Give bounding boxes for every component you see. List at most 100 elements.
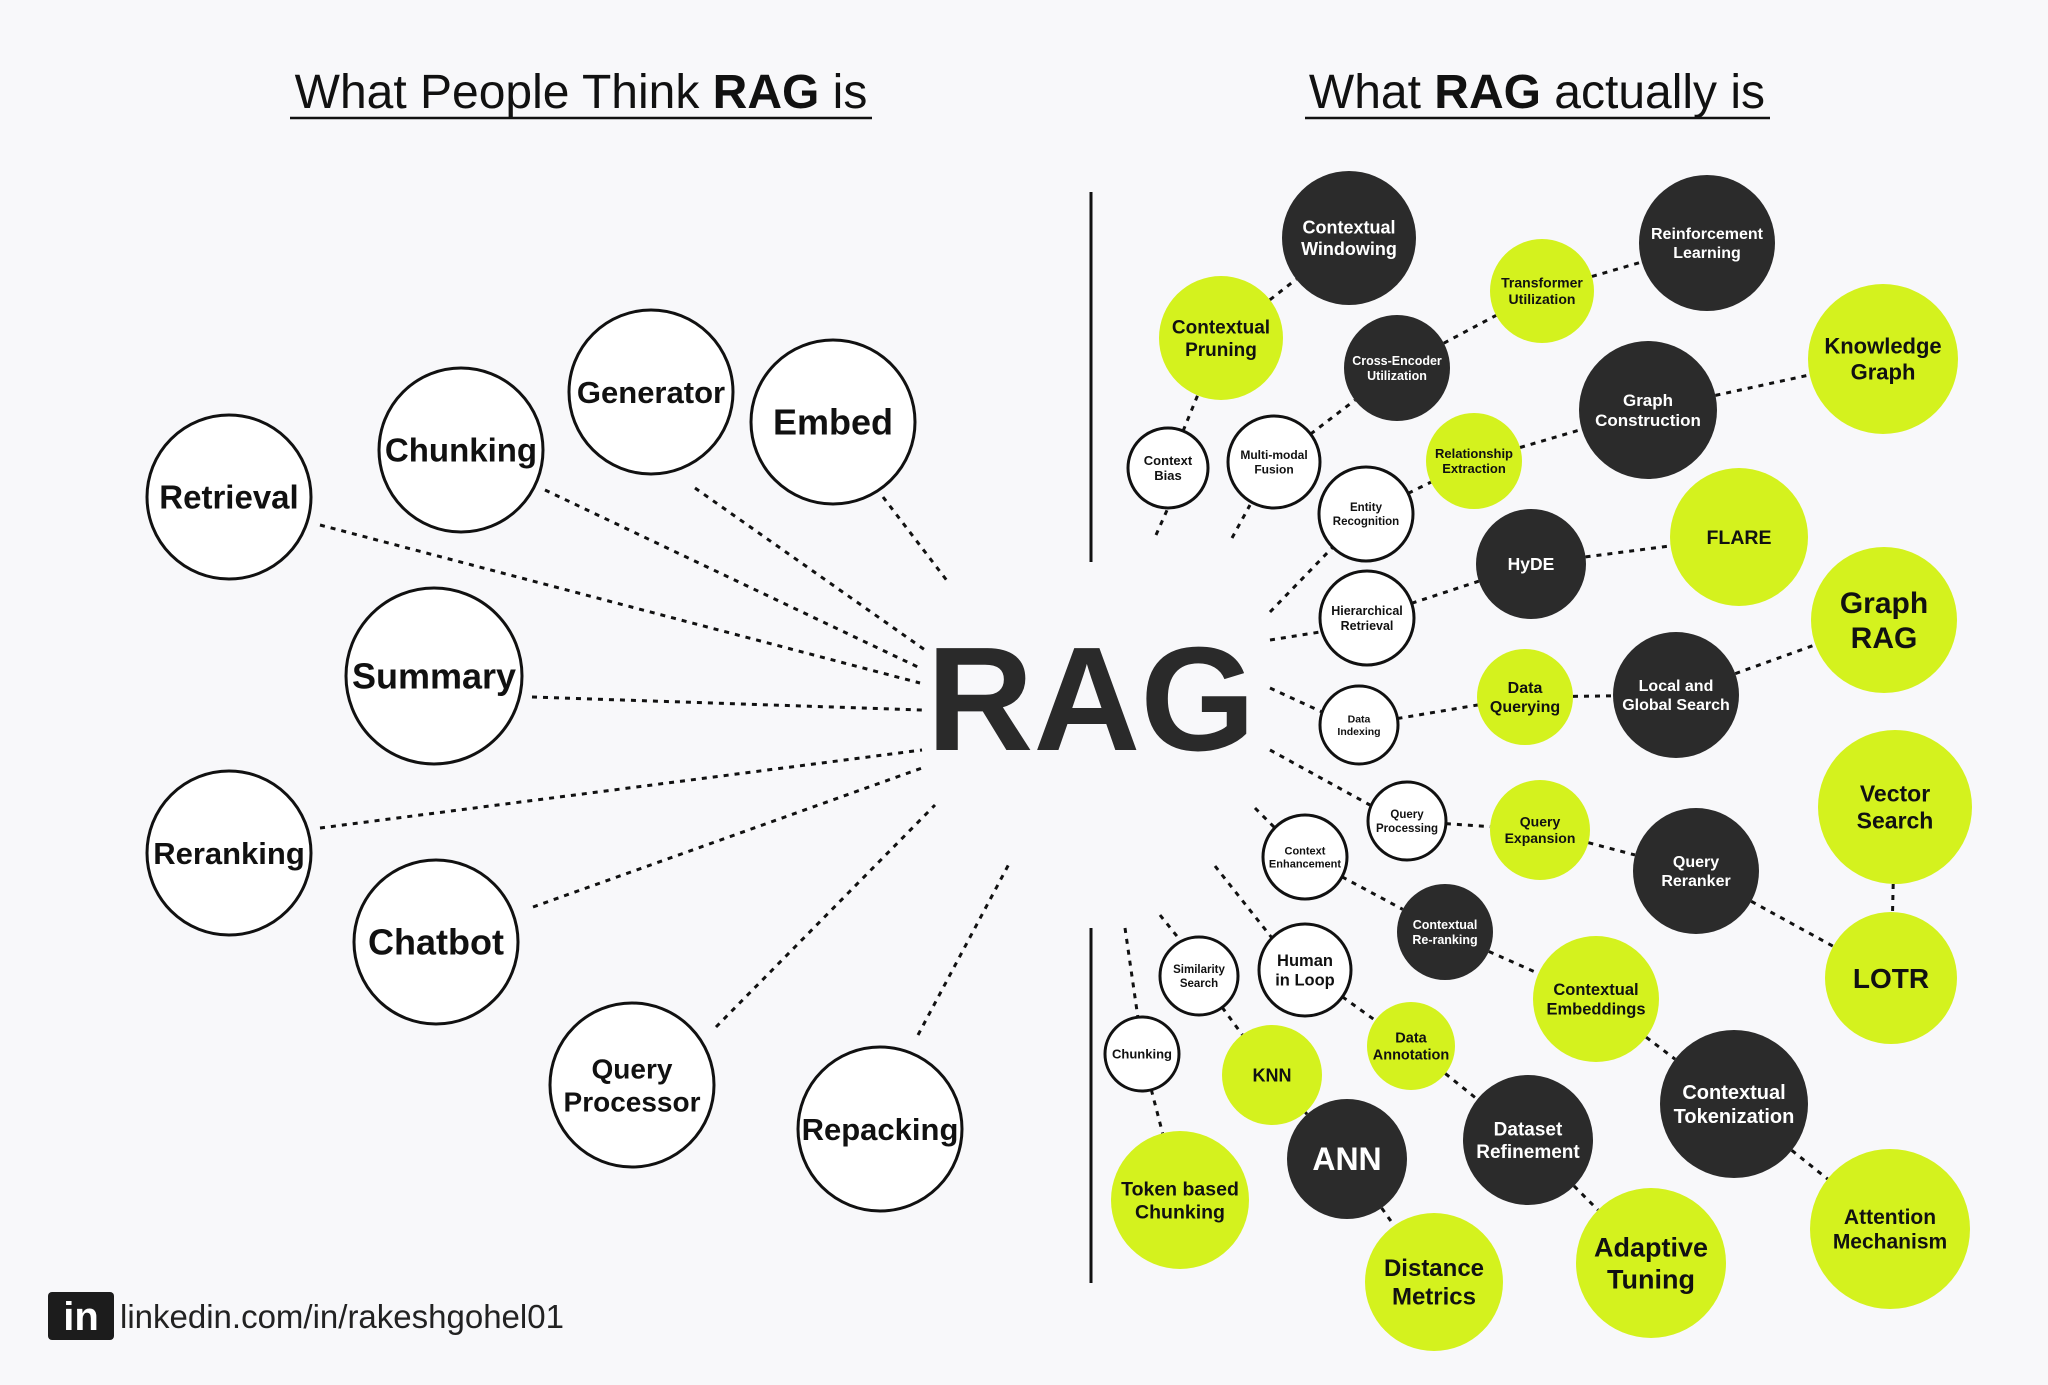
query-processing-label: Query [1390,809,1424,821]
distance-metrics-circle [1365,1213,1503,1351]
repacking-circle [796,1045,964,1213]
stub-data-indexing [1269,686,1323,714]
local-and-global-search-label: Local and [1639,678,1714,695]
vector-search-circle [1818,730,1972,884]
summary-circle [344,586,524,766]
hierarchical-retrieval-circle [1318,569,1416,667]
attention-mechanism-circle [1810,1149,1970,1309]
local-and-global-search-circle [1613,632,1739,758]
adaptive-tuning-circle [1576,1188,1726,1338]
right-node-flare: FLARE [1670,468,1808,606]
context-enhancement-circle [1261,813,1349,901]
relationship-extraction-label: Relationship [1435,446,1513,461]
right-node-knn: KNN [1222,1025,1322,1125]
right-title: What RAG actually is [1309,66,1765,119]
transformer-utilization-circle [1490,239,1594,343]
stub-chunking-small [1123,927,1140,1019]
right-node-ann: ANN [1287,1099,1407,1219]
left-node-generator: Generator [567,308,735,476]
data-annotation-label: Annotation [1373,1048,1450,1064]
left-title-bold: RAG [713,66,820,119]
repacking-label: Repacking [802,1112,959,1147]
flare-label: FLARE [1707,527,1772,549]
graph-construction-label: Graph [1623,391,1673,410]
right-node-lotr: LOTR [1825,912,1957,1044]
query-reranker-label: Reranker [1661,873,1730,890]
cross-encoder-utilization-label: Utilization [1367,369,1427,383]
query-reranker-circle [1633,808,1759,934]
similarity-search-label: Search [1180,978,1218,990]
left-node-chunking: Chunking [377,366,545,534]
multi-modal-fusion-label: Multi-modal [1240,448,1307,462]
vector-search-label: Vector [1860,780,1930,806]
right-title-bold: RAG [1434,66,1541,119]
stub-context-enhancement [1253,806,1277,830]
right-title-after: actually is [1541,66,1765,119]
spoke-chunking [544,488,921,670]
left-node-summary: Summary [344,586,524,766]
token-based-chunking-label: Chunking [1135,1201,1225,1223]
query-expansion-label: Query [1520,814,1561,830]
contextual-windowing-label: Windowing [1301,239,1397,259]
knowledge-graph-circle [1808,284,1958,434]
connector-human-in-loop-data-annotation [1341,995,1377,1022]
connector-knn-ann [1304,1111,1309,1116]
spoke-reranking [319,748,923,830]
hyde-circle [1476,509,1586,619]
query-processor-label: Query [592,1053,673,1084]
linkedin-footer: in linkedin.com/in/rakeshgohel01 [48,1292,564,1340]
spoke-retrieval [319,523,921,685]
transformer-utilization-label: Utilization [1509,291,1576,307]
dataset-refinement-label: Refinement [1476,1142,1580,1163]
query-reranker-label: Query [1673,854,1719,871]
chatbot-circle [352,858,520,1026]
connector-contextual-tokenization-attention-mechanism [1790,1149,1829,1181]
contextual-windowing-circle [1282,171,1416,305]
chunking-label: Chunking [385,432,537,469]
linkedin-url[interactable]: linkedin.com/in/rakeshgohel01 [120,1298,564,1335]
chunking-small-label: Chunking [1112,1047,1172,1062]
stub-human-in-loop [1213,865,1274,939]
contextual-embeddings-circle [1533,936,1659,1062]
multi-modal-fusion-label: Fusion [1254,462,1293,476]
multi-modal-fusion-circle [1226,414,1322,510]
left-title-after: is [819,66,867,119]
context-bias-label: Bias [1154,468,1181,483]
left-node-retrieval: Retrieval [145,413,313,581]
knn-label: KNN [1253,1065,1292,1085]
reinforcement-learning-circle [1639,175,1775,311]
graph-construction-circle [1579,341,1717,479]
linkedin-icon-text: in [63,1295,99,1339]
left-node-reranking: Reranking [145,769,313,937]
ann-label: ANN [1312,1141,1381,1177]
entity-recognition-label: Entity [1350,502,1383,514]
graph-construction-label: Construction [1595,411,1701,430]
chunking-circle [377,366,545,534]
embed-circle [749,338,917,506]
human-in-loop-circle [1257,922,1353,1018]
connector-graph-construction-knowledge-graph [1715,373,1811,397]
query-processor-label: Processor [564,1086,701,1117]
connector-query-reranker-lotr [1750,899,1834,948]
graph-rag-label: RAG [1851,622,1918,655]
adaptive-tuning-label: Adaptive [1594,1233,1708,1263]
relationship-extraction-circle [1426,413,1522,509]
connector-data-annotation-dataset-refinement [1444,1072,1479,1101]
context-enhancement-label: Enhancement [1269,858,1341,870]
stub-hierarchical-retrieval [1269,630,1321,642]
query-expansion-circle [1490,780,1590,880]
rag-center-label: RAG [927,617,1256,782]
dataset-refinement-label: Dataset [1494,1119,1563,1140]
ann-circle [1287,1099,1407,1219]
